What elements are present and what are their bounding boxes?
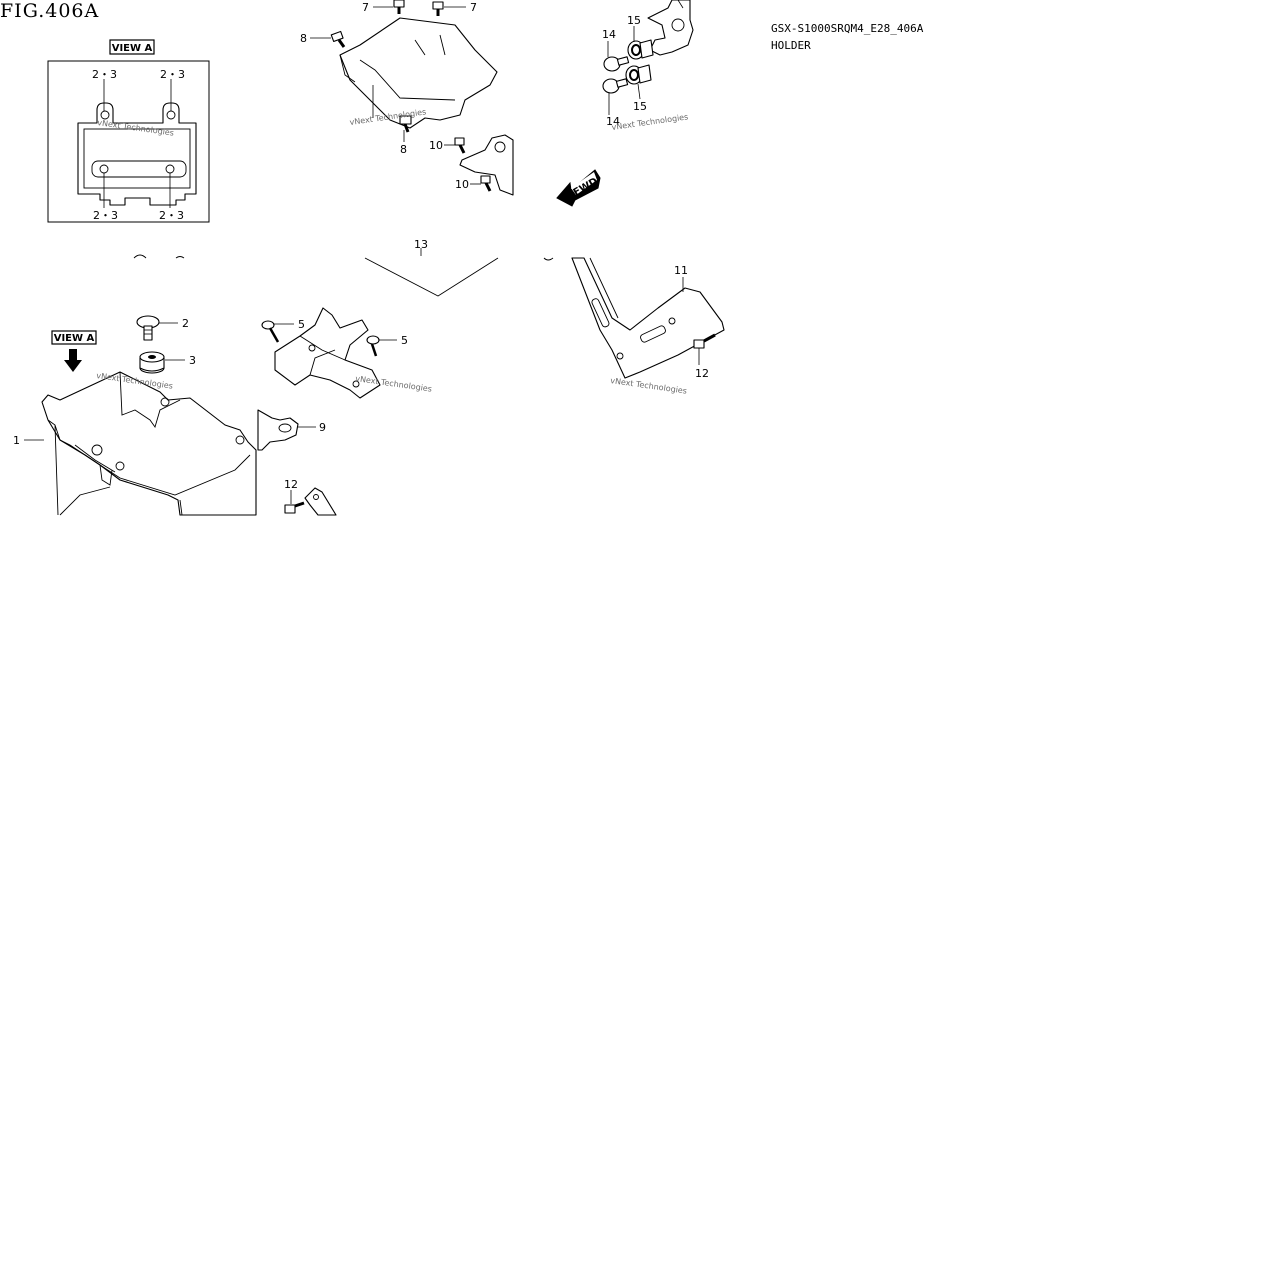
bracket-10-group: 10 10 [429,134,514,196]
battery-tray-1 [41,371,257,516]
grommet-15-lower [625,64,652,85]
bolt-14-lower [602,78,629,94]
callout-inset-bottom-right: 2・3 [159,209,184,222]
bolt-7-left [393,0,405,14]
callout-10-lower: 10 [455,178,469,191]
callout-10-upper: 10 [429,139,443,152]
damper-bracket [647,0,694,56]
battery-tray-top-view [77,102,197,206]
view-a-inset-label: VIEW A [112,43,153,54]
figure-title: FIG.406A [0,0,100,22]
bolt-8-bottom [399,115,412,133]
callout-inset-top-right: 2・3 [160,68,185,81]
bolt-5-left [261,320,280,343]
watermark-6: vNext Technologies [610,376,688,396]
callout-3: 3 [189,354,196,367]
mount-hole-tl [100,110,110,120]
view-a-arrow-label: VIEW A [54,333,95,344]
battery-tray-group: 1 2 3 [13,315,257,516]
bolt-2 [136,315,160,341]
callout-12-right: 12 [695,367,709,380]
callout-1: 1 [13,434,20,447]
damper-holder-group: 15 15 14 14 [602,0,694,128]
callout-7-right: 7 [470,1,477,14]
side-bracket-11 [571,257,725,379]
bracket-11-group: 11 12 [571,257,725,380]
bolt-8-left [330,30,346,48]
small-bracket-bottom [304,487,337,516]
view-a-arrow-group: VIEW A [51,330,97,372]
upper-cover-plate [339,17,498,129]
bolt-7-right [432,1,444,16]
bracket-9 [257,409,299,451]
upper-cover-plate-group: 7 7 8 8 [300,0,498,156]
callout-11: 11 [674,264,688,277]
callout-14-upper: 14 [602,28,616,41]
callout-5-left: 5 [298,318,305,331]
bolt-12-bottom [284,501,305,514]
forward-direction-arrow: FWD [556,169,601,207]
model-code: GSX-S1000SRQM4_E28_406A [771,22,924,35]
callout-9: 9 [319,421,326,434]
callout-inset-bottom-left: 2・3 [93,209,118,222]
tray-inner-outline [83,128,191,189]
view-a-inset: VIEW A 2・3 2・3 2・3 2・3 [47,39,210,223]
watermark-2: vNext Technologies [611,112,689,132]
callout-8-left: 8 [300,32,307,45]
bracket-9-group: 9 [257,409,326,451]
view-direction-arrow-icon [64,349,82,372]
callout-5-right: 5 [401,334,408,347]
callout-15-lower: 15 [633,100,647,113]
callout-14-lower: 14 [606,115,620,128]
bolt-10-upper [454,137,466,154]
bracket-5-group: 5 5 [261,307,408,399]
part-13-outline [364,257,499,297]
callout-12-bottom: 12 [284,478,298,491]
bracket-12-bottom-group: 12 [284,478,337,516]
view-a-arrow-label-box [51,330,97,345]
callout-15-upper: 15 [627,14,641,27]
callout-7-left: 7 [362,1,369,14]
callout-8-bottom: 8 [400,143,407,156]
callout-inset-top-left: 2・3 [92,68,117,81]
bolt-14-upper [603,56,630,72]
bracket-10 [459,134,514,196]
grommet-15-upper [627,39,654,60]
callout-2: 2 [182,317,189,330]
view-a-inset-label-box [109,39,155,55]
part-13-group: 13 [133,238,554,297]
part-name: HOLDER [771,39,811,52]
callout-13: 13 [414,238,428,251]
bolt-5-right [366,335,380,357]
tray-slot [91,160,187,178]
bolt-10-lower [480,175,492,192]
grommet-3 [139,351,165,374]
